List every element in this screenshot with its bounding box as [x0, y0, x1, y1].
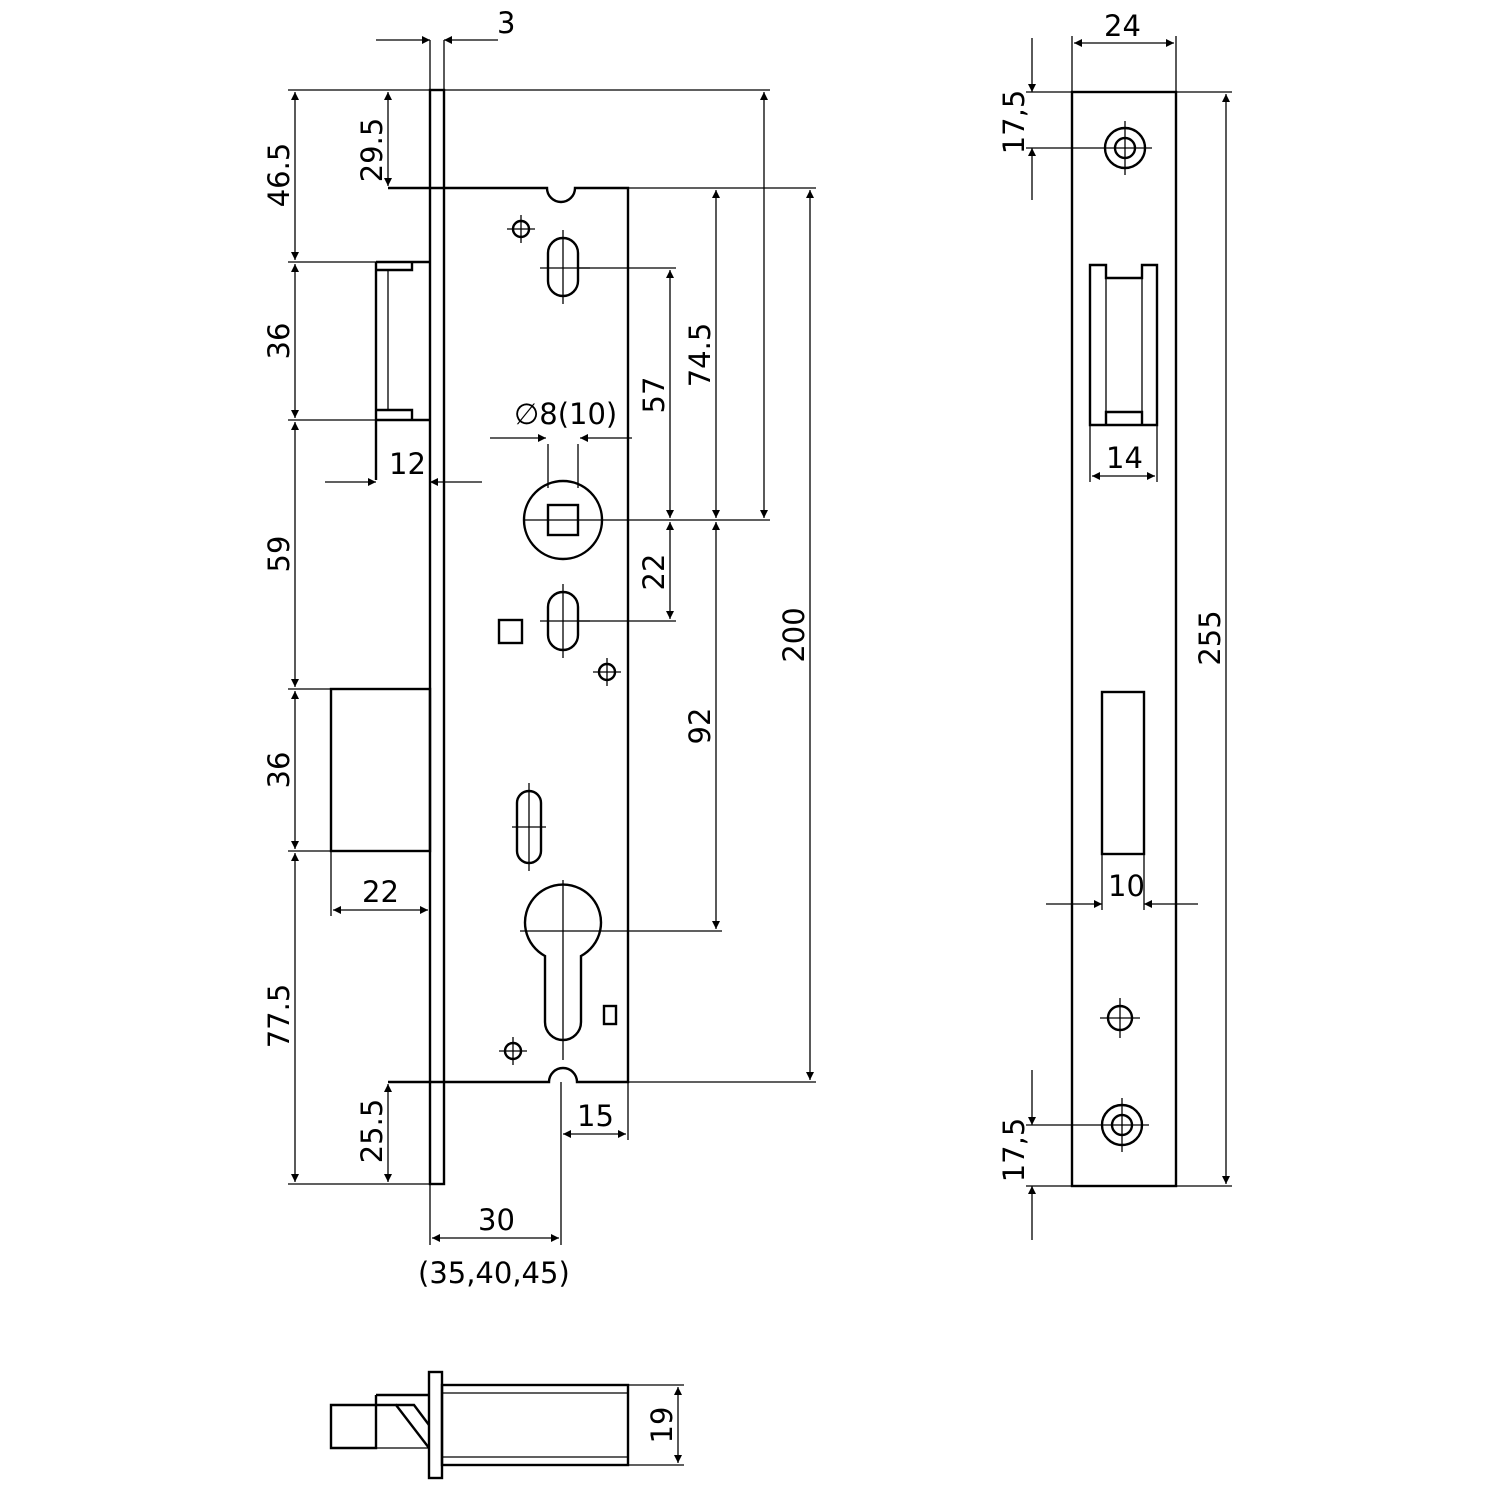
dim-22-left-label: 22	[362, 875, 399, 909]
dim-30-alt-label: (35,40,45)	[418, 1256, 570, 1290]
dim-15-label: 15	[577, 1099, 614, 1133]
fp-dim-17-5-bottom-label: 17,5	[997, 1118, 1031, 1183]
fp-dim-17-5-top-label: 17,5	[997, 90, 1031, 155]
top-view-case	[440, 1383, 630, 1467]
dim-46-5-label: 46.5	[262, 143, 296, 208]
dim-36-bottom-label: 36	[262, 752, 296, 789]
bolt-opening	[1100, 690, 1146, 856]
slotted-hole-upper	[540, 230, 590, 304]
dim-74-5-label: 74.5	[683, 323, 717, 388]
fp-dim-10-label: 10	[1108, 869, 1145, 903]
side-view-dimensions: 3 46.5 36 59 36 77.5 29.5 25.5 12 22	[262, 6, 816, 1290]
forend-plate-edge	[428, 88, 446, 1186]
top-view-forend	[427, 1370, 444, 1480]
fp-dim-14-label: 14	[1106, 441, 1143, 475]
dim-92-label: 92	[683, 708, 717, 745]
dim-3-label: 3	[497, 6, 515, 40]
dim-77-5-label: 77.5	[262, 984, 296, 1049]
dim-29-5-label: 29.5	[355, 118, 389, 183]
dim-59-label: 59	[262, 536, 296, 573]
handle-follower	[522, 444, 604, 561]
faceplate-dimensions: 24 17,5 14 255 10 17,5	[997, 9, 1232, 1240]
dim-57-label: 57	[637, 377, 671, 414]
faceplate-front-view	[1070, 90, 1178, 1188]
slotted-hole-lower	[512, 783, 546, 871]
dim-19-label: 19	[645, 1407, 679, 1444]
screw-hole-crosshair	[507, 215, 535, 243]
dim-30-label: 30	[478, 1203, 515, 1237]
faceplate-screw-hole-middle	[1100, 998, 1140, 1038]
dim-12-label: 12	[389, 447, 426, 481]
latch-bolt	[374, 260, 430, 422]
dim-22-right-label: 22	[637, 554, 671, 591]
faceplate-outline	[1070, 90, 1178, 1188]
dead-bolt	[329, 420, 432, 853]
top-view-latch	[329, 1393, 430, 1450]
faceplate-screw-hole-top	[1098, 121, 1152, 175]
fp-dim-24-label: 24	[1104, 9, 1141, 43]
latch-opening	[1088, 263, 1159, 482]
fp-dim-255-label: 255	[1193, 610, 1227, 665]
dim-25-5-label: 25.5	[355, 1099, 389, 1164]
dim-36-top-label: 36	[262, 323, 296, 360]
screw-hole-crosshair	[499, 1037, 527, 1065]
lock-side-view	[329, 88, 630, 1186]
small-square-hole	[497, 618, 524, 645]
dim-square-label: ∅8(10)	[514, 397, 617, 431]
faceplate-screw-hole-bottom	[1095, 1098, 1149, 1152]
lock-top-view: 19	[329, 1370, 684, 1480]
small-square-hole	[602, 1004, 618, 1026]
dim-200-label: 200	[777, 607, 811, 662]
cylinder-cutout	[520, 880, 607, 1060]
screw-hole-crosshair	[593, 658, 621, 686]
lock-case-outline	[444, 186, 630, 1084]
